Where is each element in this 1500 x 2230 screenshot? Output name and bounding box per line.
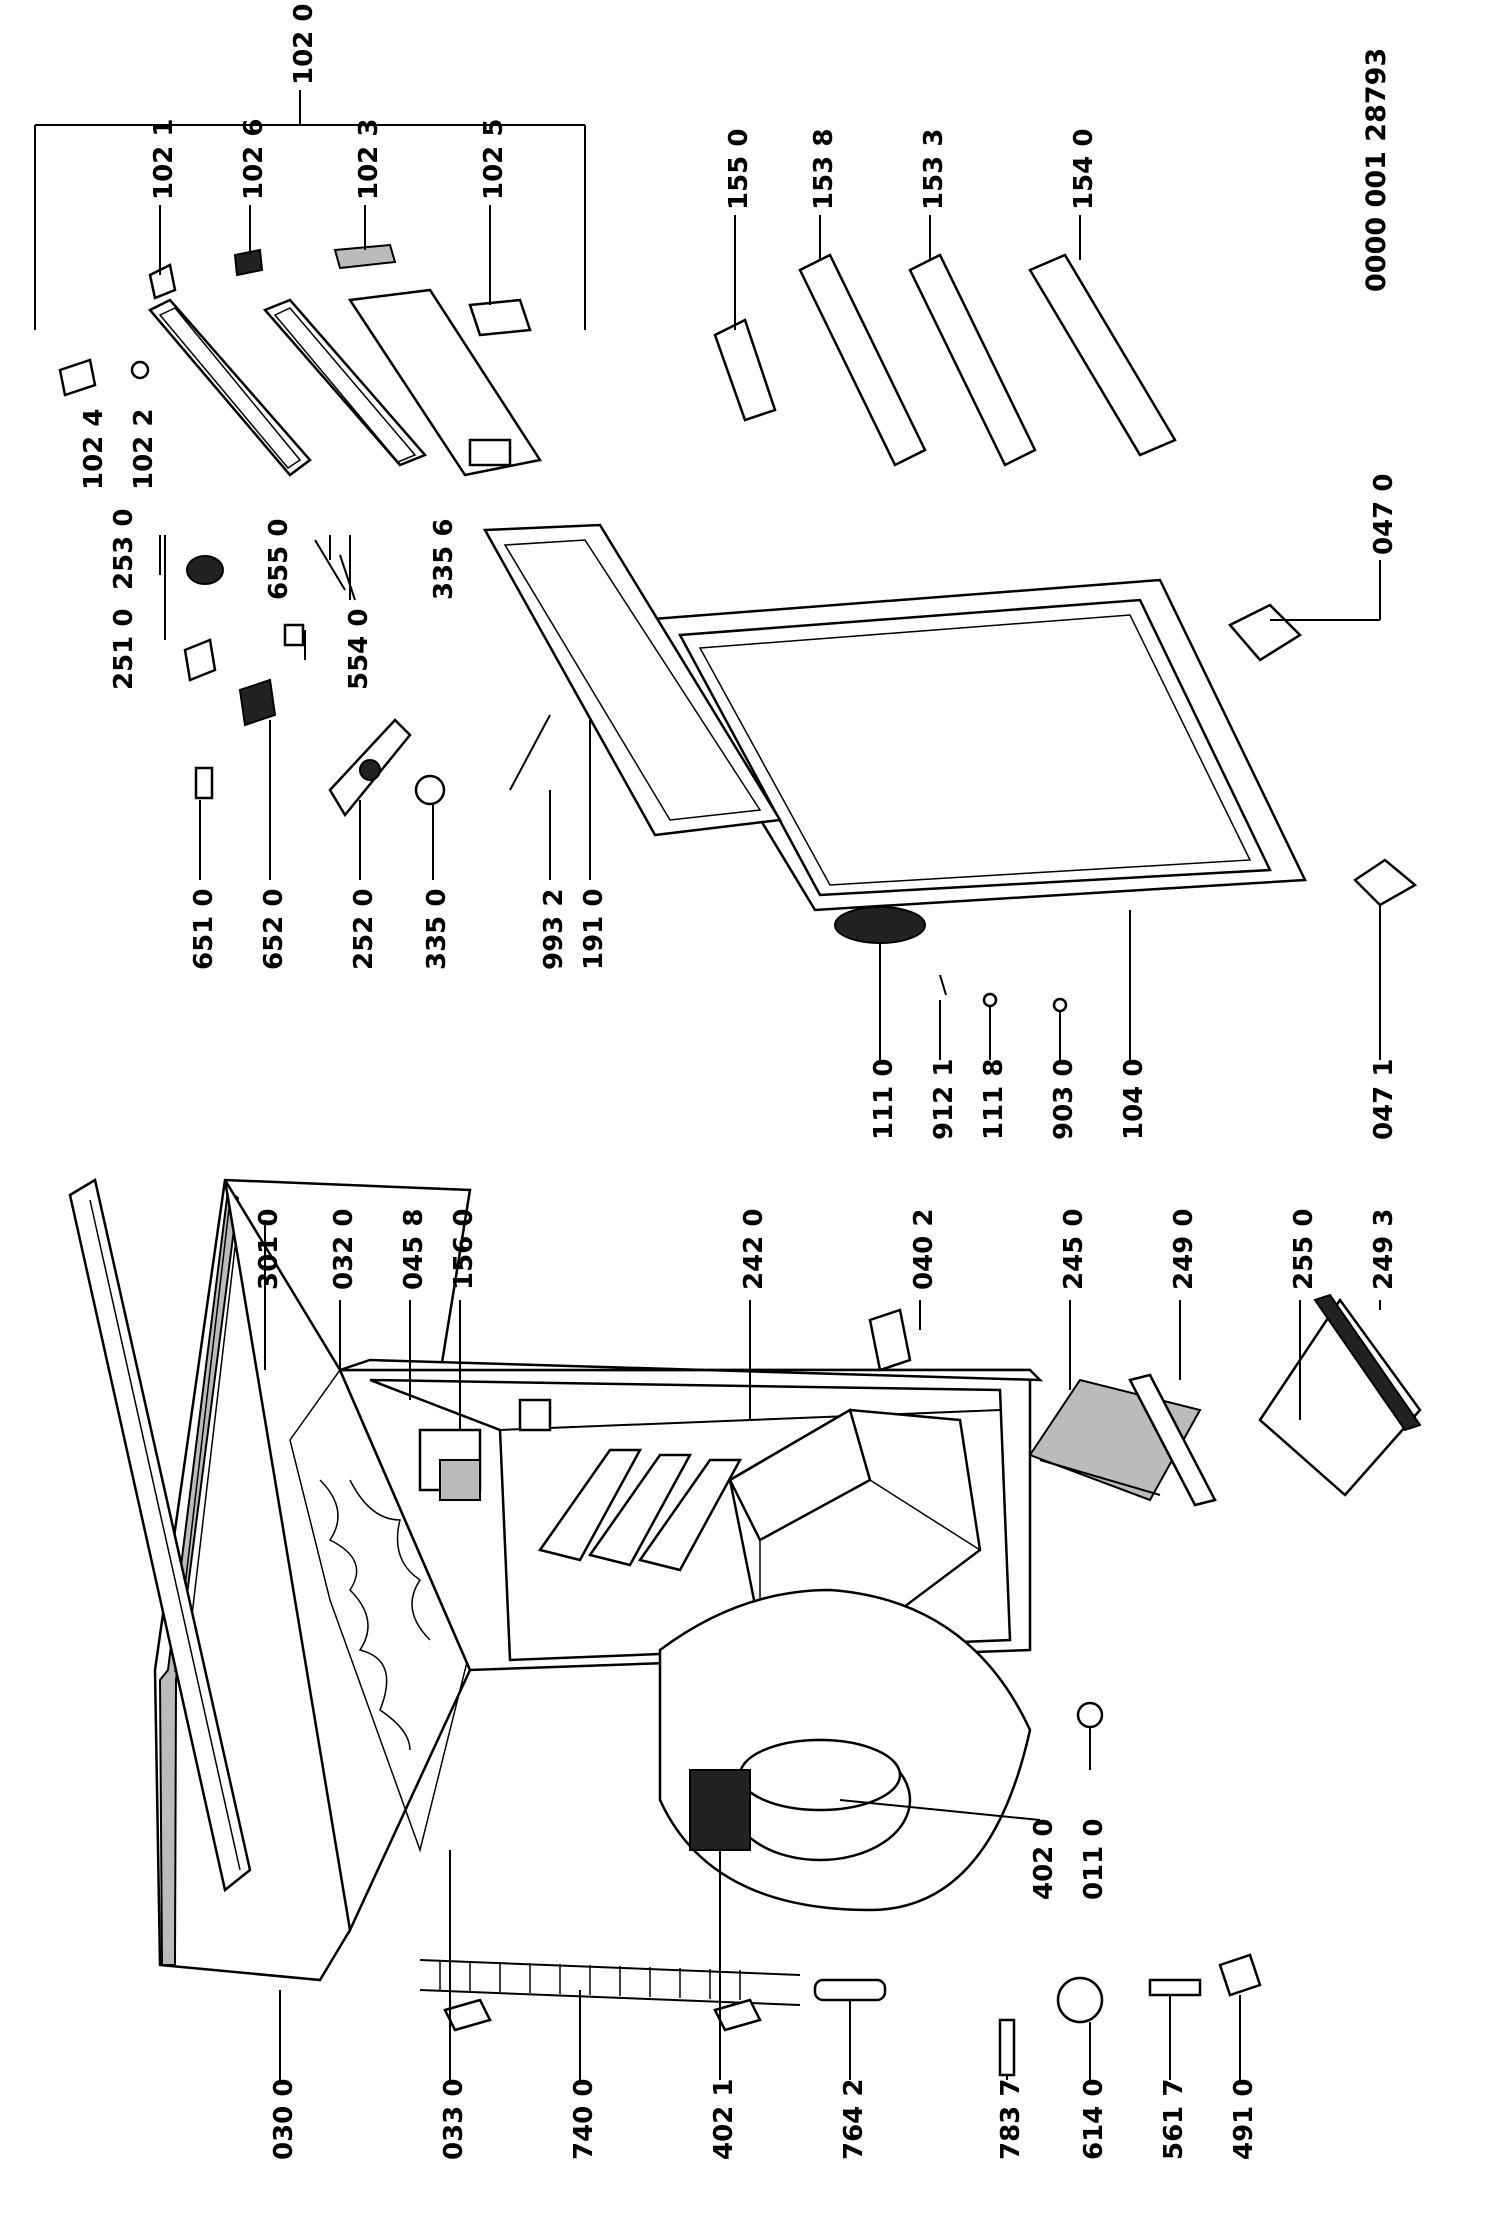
label-491-0: 491 0	[1229, 2079, 1259, 2160]
hinge-040	[868, 1308, 912, 1372]
label-032-0: 032 0	[329, 1209, 359, 1290]
part-651-0	[194, 766, 214, 800]
shelf-trim-249-0	[1128, 1373, 1217, 1507]
leader-lines	[34, 90, 1381, 2080]
part-102-3b	[333, 243, 397, 270]
condenser-coil	[419, 1959, 801, 2032]
label-245-0: 245 0	[1059, 1209, 1089, 1290]
label-651-0: 651 0	[189, 889, 219, 970]
part-251-0	[183, 638, 217, 682]
foot-047-1	[1353, 858, 1418, 907]
part-491-0	[1218, 1953, 1262, 1997]
part-102-2	[130, 360, 150, 380]
part-102-4	[58, 358, 97, 397]
part-102-1b	[148, 263, 177, 300]
label-402-1: 402 1	[709, 2079, 739, 2160]
label-047-1: 047 1	[1369, 1059, 1399, 1140]
part-554-0	[283, 623, 305, 647]
label-912-1: 912 1	[929, 1059, 959, 1140]
label-111-0: 111 0	[869, 1059, 899, 1140]
label-402-0: 402 0	[1029, 1819, 1059, 1900]
part-783-7	[998, 2018, 1016, 2077]
label-045-8: 045 8	[399, 1209, 429, 1290]
label-102-5: 102 5	[479, 119, 509, 200]
part-102-6	[233, 248, 264, 277]
filter-drier	[813, 1978, 887, 2002]
door-gasket	[482, 523, 783, 837]
freezer-flap-102-3	[262, 298, 428, 467]
shelf-trim-249-3	[1313, 1293, 1422, 1432]
label-740-0: 740 0	[569, 2079, 599, 2160]
part-652-0	[238, 678, 277, 727]
label-111-8: 111 8	[979, 1059, 1009, 1140]
label-153-3: 153 3	[919, 129, 949, 210]
label-102-6: 102 6	[239, 119, 269, 200]
label-614-0: 614 0	[1079, 2079, 1109, 2160]
label-335-6: 335 6	[429, 519, 459, 600]
label-655-0: 655 0	[264, 519, 294, 600]
glass-shelf	[1258, 1297, 1422, 1497]
label-335-0: 335 0	[422, 889, 452, 970]
knob-335-0	[414, 774, 446, 806]
label-783-7: 783 7	[996, 2079, 1026, 2160]
label-652-0: 652 0	[259, 889, 289, 970]
label-301-0: 301 0	[254, 1209, 284, 1290]
label-011-0: 011 0	[1079, 1819, 1109, 1900]
label-102-4: 102 4	[79, 409, 109, 490]
insulation-033	[289, 1368, 471, 1853]
part-993-2	[509, 714, 551, 791]
part-011-0	[1076, 1701, 1104, 1729]
label-251-0: 251 0	[109, 609, 139, 690]
label-154-0: 154 0	[1069, 129, 1099, 210]
door-shelf-153-3	[908, 253, 1037, 467]
part-335-6	[339, 554, 356, 601]
label-102-0: 102 0	[289, 4, 319, 85]
label-191-0: 191 0	[579, 889, 609, 970]
label-156-0: 156 0	[449, 1209, 479, 1290]
hinge-cover-111	[834, 906, 926, 944]
label-255-0: 255 0	[1289, 1209, 1319, 1290]
label-102-2: 102 2	[129, 409, 159, 490]
part-253-0	[186, 555, 224, 585]
foot-047-0	[1228, 603, 1302, 662]
part-102-5b	[468, 298, 532, 337]
label-903-0: 903 0	[1049, 1059, 1079, 1140]
label-155-0: 155 0	[724, 129, 754, 210]
label-153-8: 153 8	[809, 129, 839, 210]
cabinet-drawing	[68, 1178, 1422, 2077]
label-993-2: 993 2	[539, 889, 569, 970]
label-102-1: 102 1	[149, 119, 179, 200]
door-shelf-154-0	[1028, 253, 1177, 457]
compressor-relay	[689, 1769, 751, 1851]
label-253-0: 253 0	[109, 509, 139, 590]
door-shelf-153-8	[798, 253, 927, 467]
label-040-2: 040 2	[909, 1209, 939, 1290]
label-030-0: 030 0	[269, 2079, 299, 2160]
label-102-3: 102 3	[354, 119, 384, 200]
part-labels: 030 0 033 0 740 0 402 1 764 2 783 7 614 …	[79, 4, 1399, 2160]
label-252-0: 252 0	[349, 889, 379, 970]
egg-tray	[713, 318, 777, 422]
freezer-panel-102-5	[347, 288, 543, 477]
freezer-door-102-1	[148, 298, 312, 477]
label-764-2: 764 2	[839, 2079, 869, 2160]
label-554-0: 554 0	[344, 609, 374, 690]
label-249-3: 249 3	[1369, 1209, 1399, 1290]
part-614-0	[1056, 1976, 1104, 2024]
label-249-0: 249 0	[1169, 1209, 1199, 1290]
label-033-0: 033 0	[439, 2079, 469, 2160]
label-047-0: 047 0	[1369, 474, 1399, 555]
door-drawing	[58, 243, 1418, 1013]
part-655-0	[314, 539, 346, 591]
part-561-7	[1148, 1978, 1202, 1997]
label-561-7: 561 7	[1159, 2079, 1189, 2160]
document-number: 0000 001 28793	[1361, 48, 1392, 292]
label-104-0: 104 0	[1119, 1059, 1149, 1140]
label-242-0: 242 0	[739, 1209, 769, 1290]
